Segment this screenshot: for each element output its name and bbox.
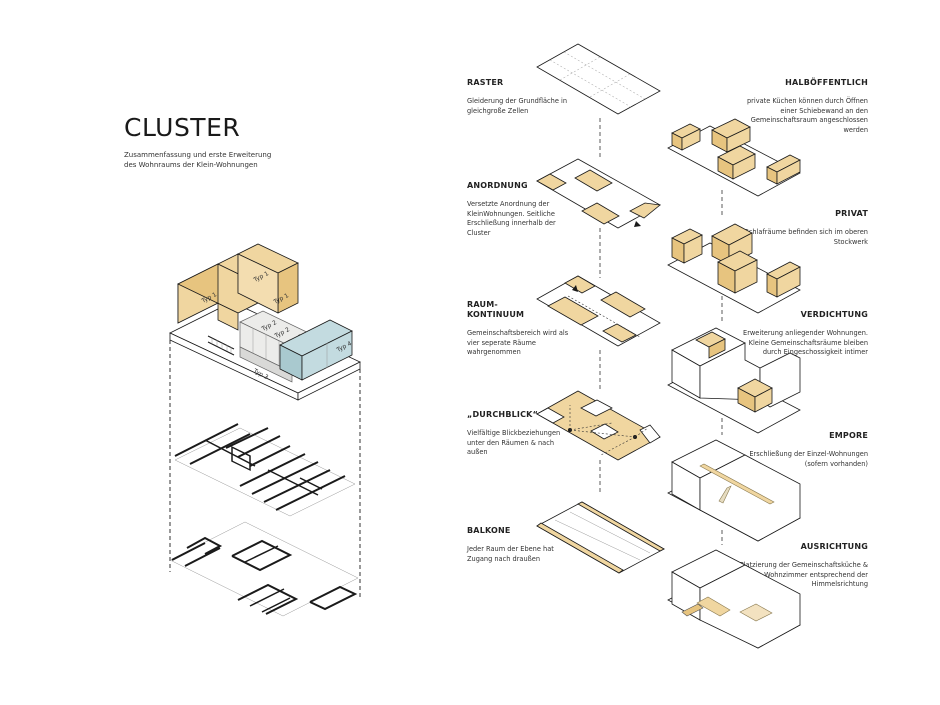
step-title: BALKONE: [467, 526, 511, 535]
step-desc: Erweiterung anliegender Wohnungen. Klein…: [743, 329, 868, 357]
step-raster: RASTER Gleiderung der Grundfläche in gle…: [467, 78, 572, 116]
plate-balkone: [536, 501, 665, 574]
model-empore: [667, 439, 801, 542]
step-raumkontinuum: RAUM- KONTINUUM Gemeinschaftsbereich wir…: [467, 300, 572, 358]
step-verdichtung: VERDICHTUNG Erweiterung anliegender Wohn…: [738, 310, 868, 358]
intro-text: Zusammenfassung und erste Erweiterung de…: [124, 151, 272, 169]
step-desc: Jeder Raum der Ebene hat Zugang nach dra…: [467, 545, 554, 563]
step-privat: PRIVAT Schlafräume befinden sich im ober…: [738, 209, 868, 247]
step-title: HALBÖFFENTLICH: [785, 78, 868, 87]
model-ausrichtung: [667, 549, 801, 649]
step-title: RAUM- KONTINUUM: [467, 300, 525, 319]
typ3-block: [239, 346, 293, 383]
step-anordnung: ANORDNUNG Versetzte Anordnung der KleinW…: [467, 181, 572, 238]
step-durchblick: „DURCHBLICK“ Vielfältige Blickbeziehunge…: [467, 410, 572, 458]
plate-anordnung: [536, 158, 661, 229]
arrow-icon: [572, 285, 578, 292]
cluster-model: Typ 1 Typ 1 Typ 1 Typ 2 Typ 2 Typ 2 Typ …: [169, 243, 361, 401]
step-title: RASTER: [467, 78, 504, 87]
step-title: „DURCHBLICK“: [467, 410, 539, 419]
kitchen-furniture: [696, 596, 731, 617]
model-halboeffentlich: [667, 118, 801, 197]
step-ausrichtung: AUSRICHTUNG Platzierung der Gemeinschaft…: [738, 542, 868, 590]
step-desc: Gemeinschaftsbereich wird als vier seper…: [467, 329, 569, 357]
floor-plan-upper: [174, 423, 356, 517]
step-desc: Schlafräume befinden sich im oberen Stoc…: [744, 228, 868, 246]
step-desc: Platzierung der Gemeinschaftsküche & Woh…: [739, 561, 868, 589]
dining-table: [681, 603, 704, 617]
step-title: EMPORE: [829, 431, 868, 440]
gallery-walkway: [718, 485, 732, 504]
step-title: PRIVAT: [835, 209, 868, 218]
step-desc: Versetzte Anordnung der KleinWohnungen. …: [467, 200, 556, 237]
step-title: ANORDNUNG: [467, 181, 528, 190]
step-empore: EMPORE Erschließung der Einzel-Wohnungen…: [738, 431, 868, 469]
step-desc: Erschließung der Einzel-Wohnungen (sofer…: [749, 450, 868, 468]
stair-icon: [207, 335, 235, 356]
arrow-icon: [634, 221, 641, 227]
step-desc: private Küchen können durch Öffnen einer…: [746, 97, 868, 134]
plate-durchblick: [536, 390, 661, 461]
page-title: CLUSTER: [124, 113, 241, 142]
gallery-walkway: [699, 463, 775, 505]
living-furniture: [739, 603, 773, 622]
step-title: VERDICHTUNG: [800, 310, 868, 319]
model-privat: [667, 223, 801, 314]
step-balkone: BALKONE Jeder Raum der Ebene hat Zugang …: [467, 526, 572, 564]
plate-raumkontinuum: [536, 275, 661, 347]
typ1-front: [177, 283, 239, 331]
model-verdichtung: [667, 327, 801, 434]
plate-raster: [536, 43, 661, 115]
floor-plan-lower: [169, 521, 359, 617]
step-desc: Vielfältige Blickbeziehungen unter den R…: [467, 429, 561, 457]
step-halboeffentlich: HALBÖFFENTLICH private Küchen können dur…: [738, 78, 868, 135]
typ1-mid: [237, 253, 279, 314]
step-desc: Gleiderung der Grundfläche in gleichgroß…: [467, 97, 567, 115]
step-title: AUSRICHTUNG: [800, 542, 868, 551]
